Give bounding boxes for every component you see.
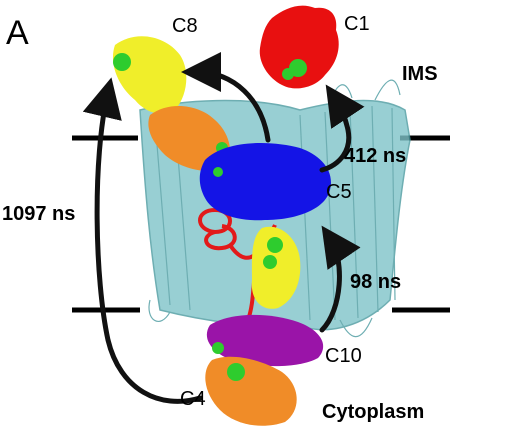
arrow-C4-to-C8 <box>82 77 203 404</box>
arrow-C5-to-C8 <box>181 52 271 143</box>
cluster-C1-blob <box>259 5 339 89</box>
cluster-label-C8: C8 <box>172 15 198 37</box>
transition-arrows <box>82 52 365 404</box>
cluster-C10-yellow-blob <box>251 226 301 309</box>
region-label-cytoplasm: Cytoplasm <box>322 401 424 423</box>
region-label-ims: IMS <box>402 63 438 85</box>
cluster-C10-blob <box>206 314 324 367</box>
cluster-C4-blob <box>205 356 297 426</box>
panel-label: A <box>6 14 29 52</box>
labels: A C1 C8 C5 C10 C4 IMS Cytoplasm 1097 ns … <box>2 13 438 423</box>
transition-time-98: 98 ns <box>350 271 401 293</box>
cluster-label-C10: C10 <box>325 345 362 367</box>
cluster-C8-blob <box>112 36 187 114</box>
transition-time-1097: 1097 ns <box>2 203 75 225</box>
arrow-C10-to-C5 <box>319 225 361 333</box>
transition-time-412: 412 ns <box>344 145 406 167</box>
cluster-label-C4: C4 <box>180 388 206 410</box>
arrow-C5-to-C1 <box>319 84 365 173</box>
cluster-label-C5: C5 <box>326 181 352 203</box>
cluster-C5-blob <box>199 143 331 221</box>
cluster-label-C1: C1 <box>344 13 370 35</box>
